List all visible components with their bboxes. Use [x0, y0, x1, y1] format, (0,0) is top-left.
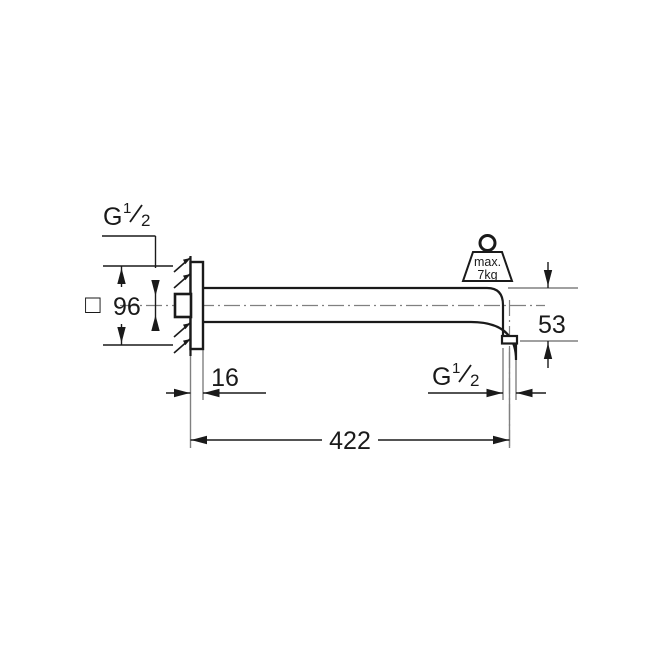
- dimension-53: 53: [538, 262, 566, 368]
- dimension-16: 16: [166, 364, 266, 398]
- thread-inlet-label: G 1 2: [103, 200, 150, 231]
- dimension-422: 422: [190, 427, 510, 455]
- thread-outlet-leader: [428, 388, 546, 398]
- centerline: [120, 300, 545, 450]
- dimension-53-value: 53: [538, 311, 566, 339]
- thread-outlet-numerator: 1: [452, 360, 460, 377]
- thread-outlet-label: G 1 2: [432, 360, 479, 391]
- dimension-16-value: 16: [211, 364, 239, 392]
- dimension-422-value: 422: [329, 427, 371, 455]
- wall-flange: [189, 260, 205, 351]
- thread-inlet-leader: [102, 235, 160, 331]
- outlet-ring: [500, 334, 519, 345]
- hatch-arrowheads: [183, 258, 191, 346]
- inlet-nipple: [173, 292, 193, 319]
- extension-lines: [189, 287, 578, 448]
- weight-symbol-line2: 7kg: [477, 268, 497, 282]
- thread-outlet-denominator: 2: [470, 371, 479, 390]
- thread-outlet-letter: G: [432, 363, 451, 391]
- square-symbol: □: [85, 289, 101, 319]
- dimension-96: 96 □: [85, 265, 173, 346]
- thread-inlet-letter: G: [103, 203, 122, 231]
- thread-inlet-numerator: 1: [123, 200, 131, 217]
- weight-symbol-line1: max.: [474, 255, 501, 269]
- weight-symbol: max. 7kg: [461, 234, 514, 282]
- thread-inlet-denominator: 2: [141, 211, 150, 230]
- dimension-96-value: 96: [113, 293, 141, 321]
- shower-arm-body: [203, 286, 518, 361]
